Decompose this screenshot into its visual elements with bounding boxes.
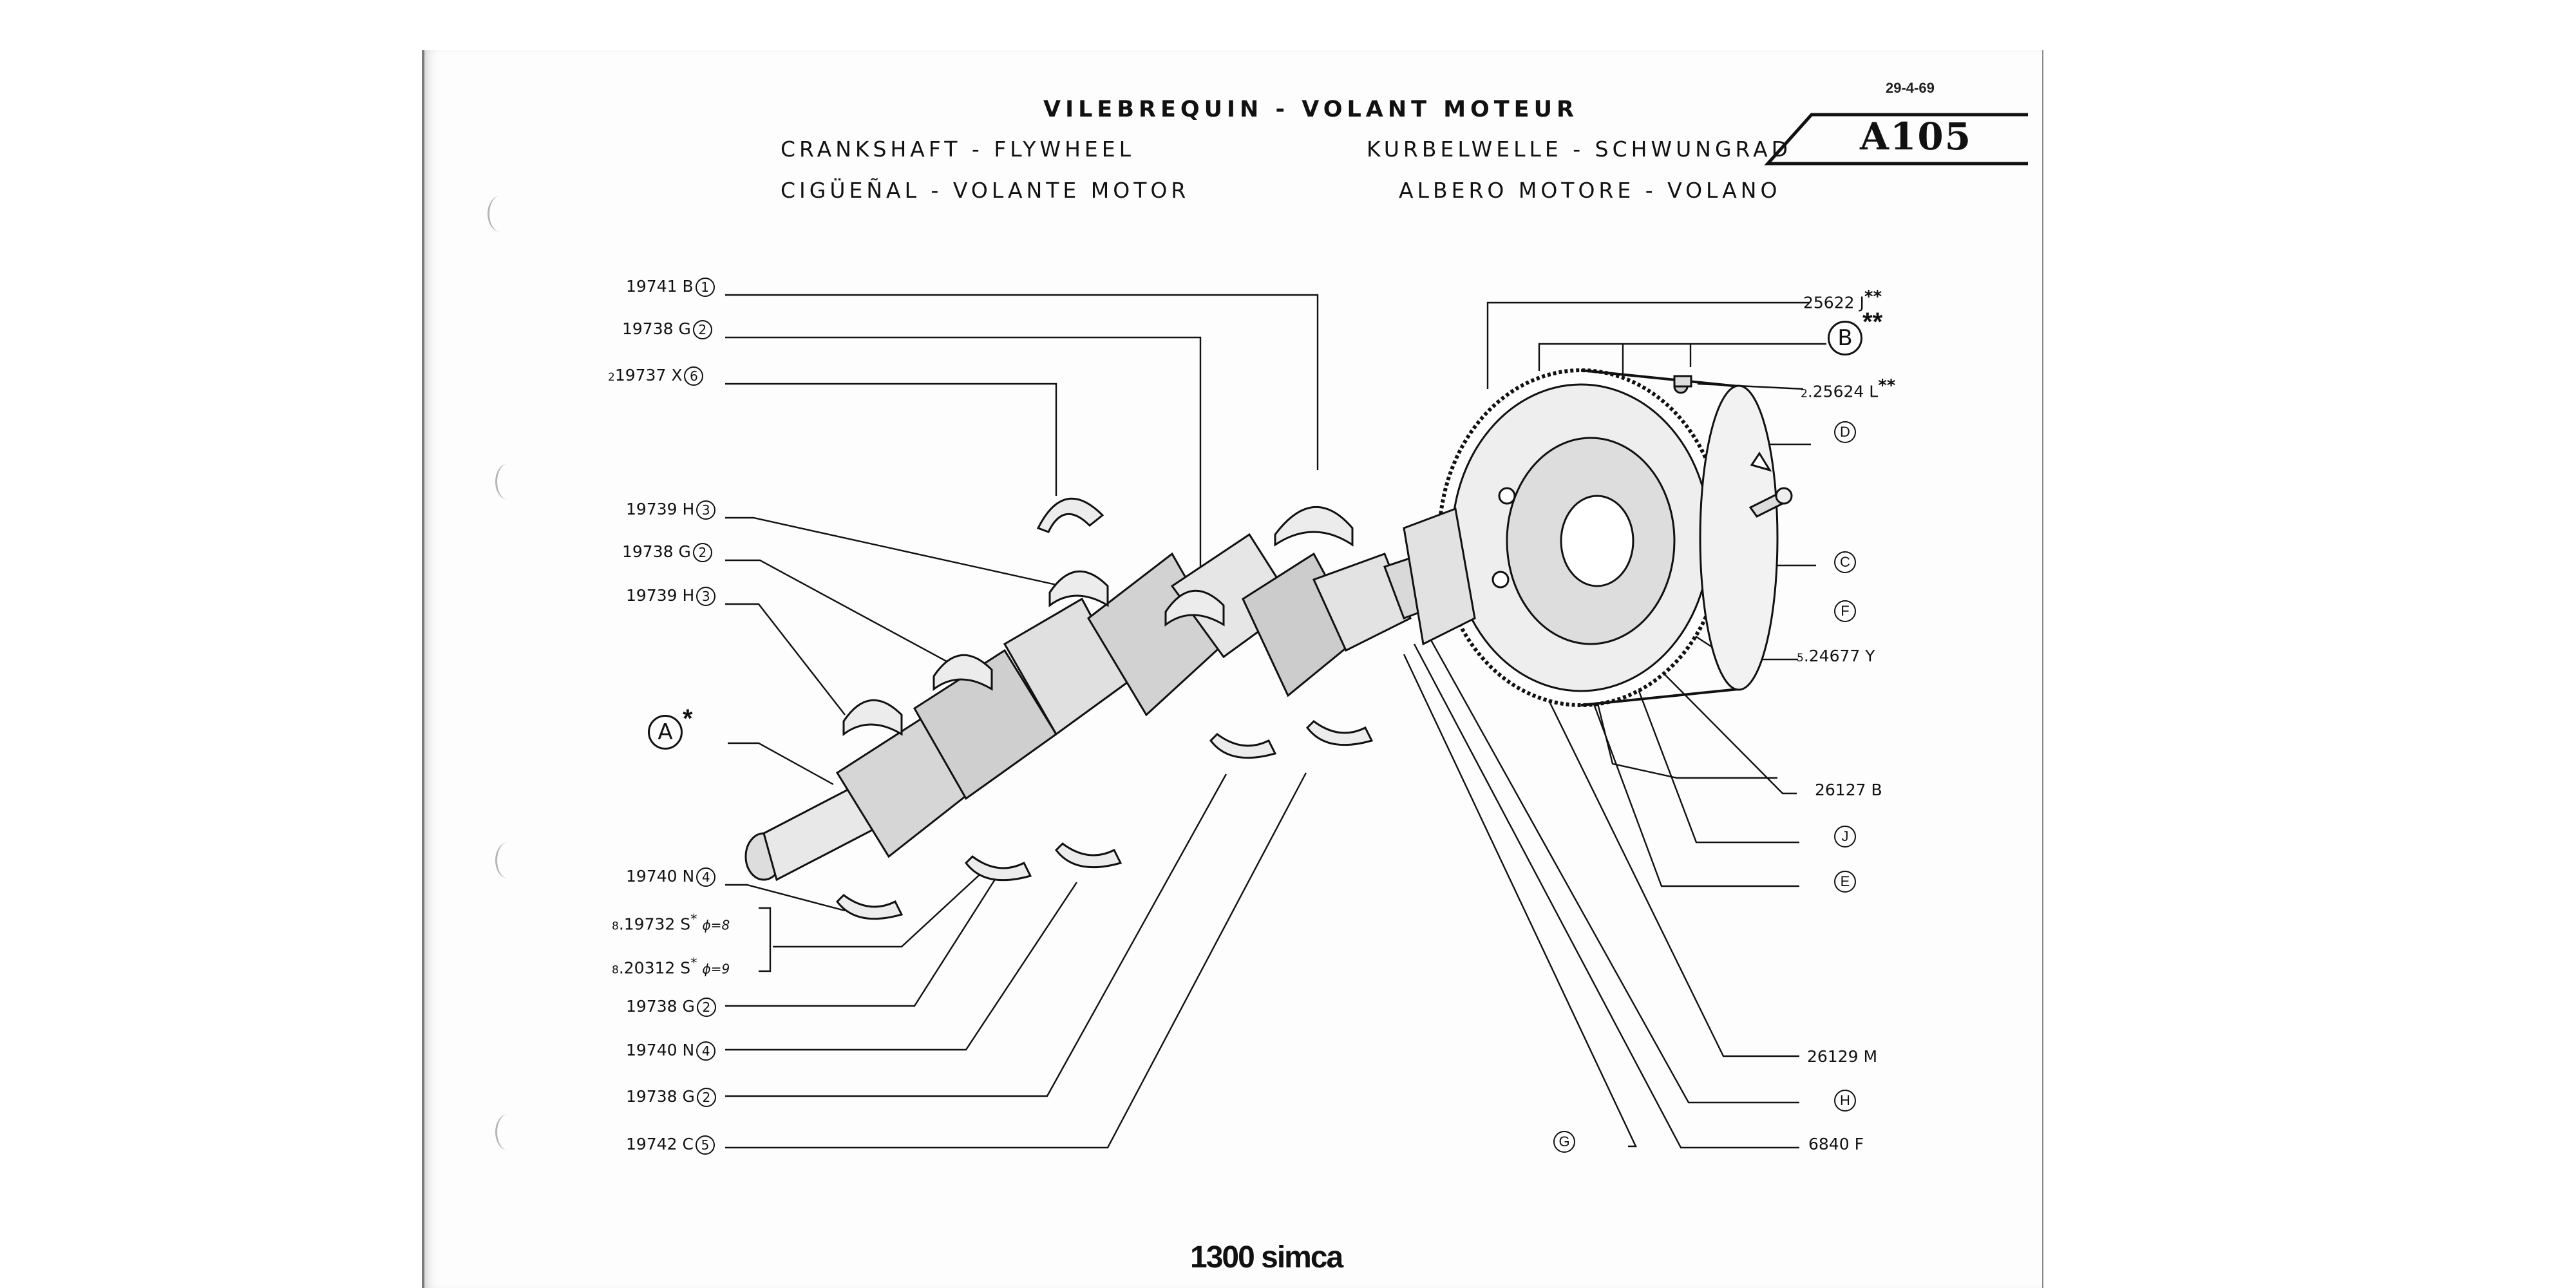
callout-ref: E	[1834, 871, 1856, 893]
sheet-code: A105	[1860, 115, 1973, 158]
sheet-code-frame	[1764, 113, 2028, 166]
callout-ref: H	[1834, 1090, 1856, 1112]
title-spanish: CIGÜEÑAL - VOLANTE MOTOR	[781, 178, 1190, 203]
sheet-date: 29-4-69	[1886, 80, 1935, 96]
catalog-sheet	[422, 50, 2043, 1288]
title-english: CRANKSHAFT - FLYWHEEL	[781, 137, 1135, 162]
binder-hole	[488, 196, 513, 232]
part-label: 26127 B	[1815, 781, 1882, 799]
title-german: KURBELWELLE - SCHWUNGRAD	[1367, 137, 1792, 162]
binder-hole	[495, 842, 520, 878]
callout-ref: D	[1834, 421, 1856, 443]
part-label: 8.19732 S* ϕ=8	[612, 911, 730, 934]
callout-ref: J	[1834, 826, 1856, 848]
group-bracket	[759, 907, 772, 972]
callout-ref: F	[1834, 600, 1856, 622]
binder-hole	[495, 1114, 520, 1150]
part-label: 25622 J**	[1803, 287, 1882, 312]
part-label: 5.24677 Y	[1797, 647, 1875, 665]
title-french: VILEBREQUIN - VOLANT MOTEUR	[1043, 97, 1578, 122]
callout-ref: C	[1834, 551, 1856, 573]
part-label: 26129 M	[1807, 1047, 1878, 1066]
callout-crankshaft: A	[648, 715, 683, 750]
part-label: 6840 F	[1808, 1135, 1864, 1153]
asterisk-marker: *	[683, 705, 693, 733]
part-label: 8.20312 S* ϕ=9	[612, 955, 730, 978]
asterisk-marker: **	[1862, 308, 1883, 336]
bearing-shells	[836, 497, 1374, 920]
title-italian: ALBERO MOTORE - VOLANO	[1399, 178, 1781, 203]
crankshaft-illustration	[744, 533, 1457, 882]
callout-ref: G	[1553, 1131, 1575, 1153]
callout-ref: B	[1828, 321, 1862, 355]
part-label: 2.25624 L**	[1801, 376, 1896, 401]
flywheel-illustration	[1403, 368, 1793, 707]
binder-hole	[495, 464, 520, 500]
brand-logo: 1300 simca	[1190, 1240, 1343, 1274]
